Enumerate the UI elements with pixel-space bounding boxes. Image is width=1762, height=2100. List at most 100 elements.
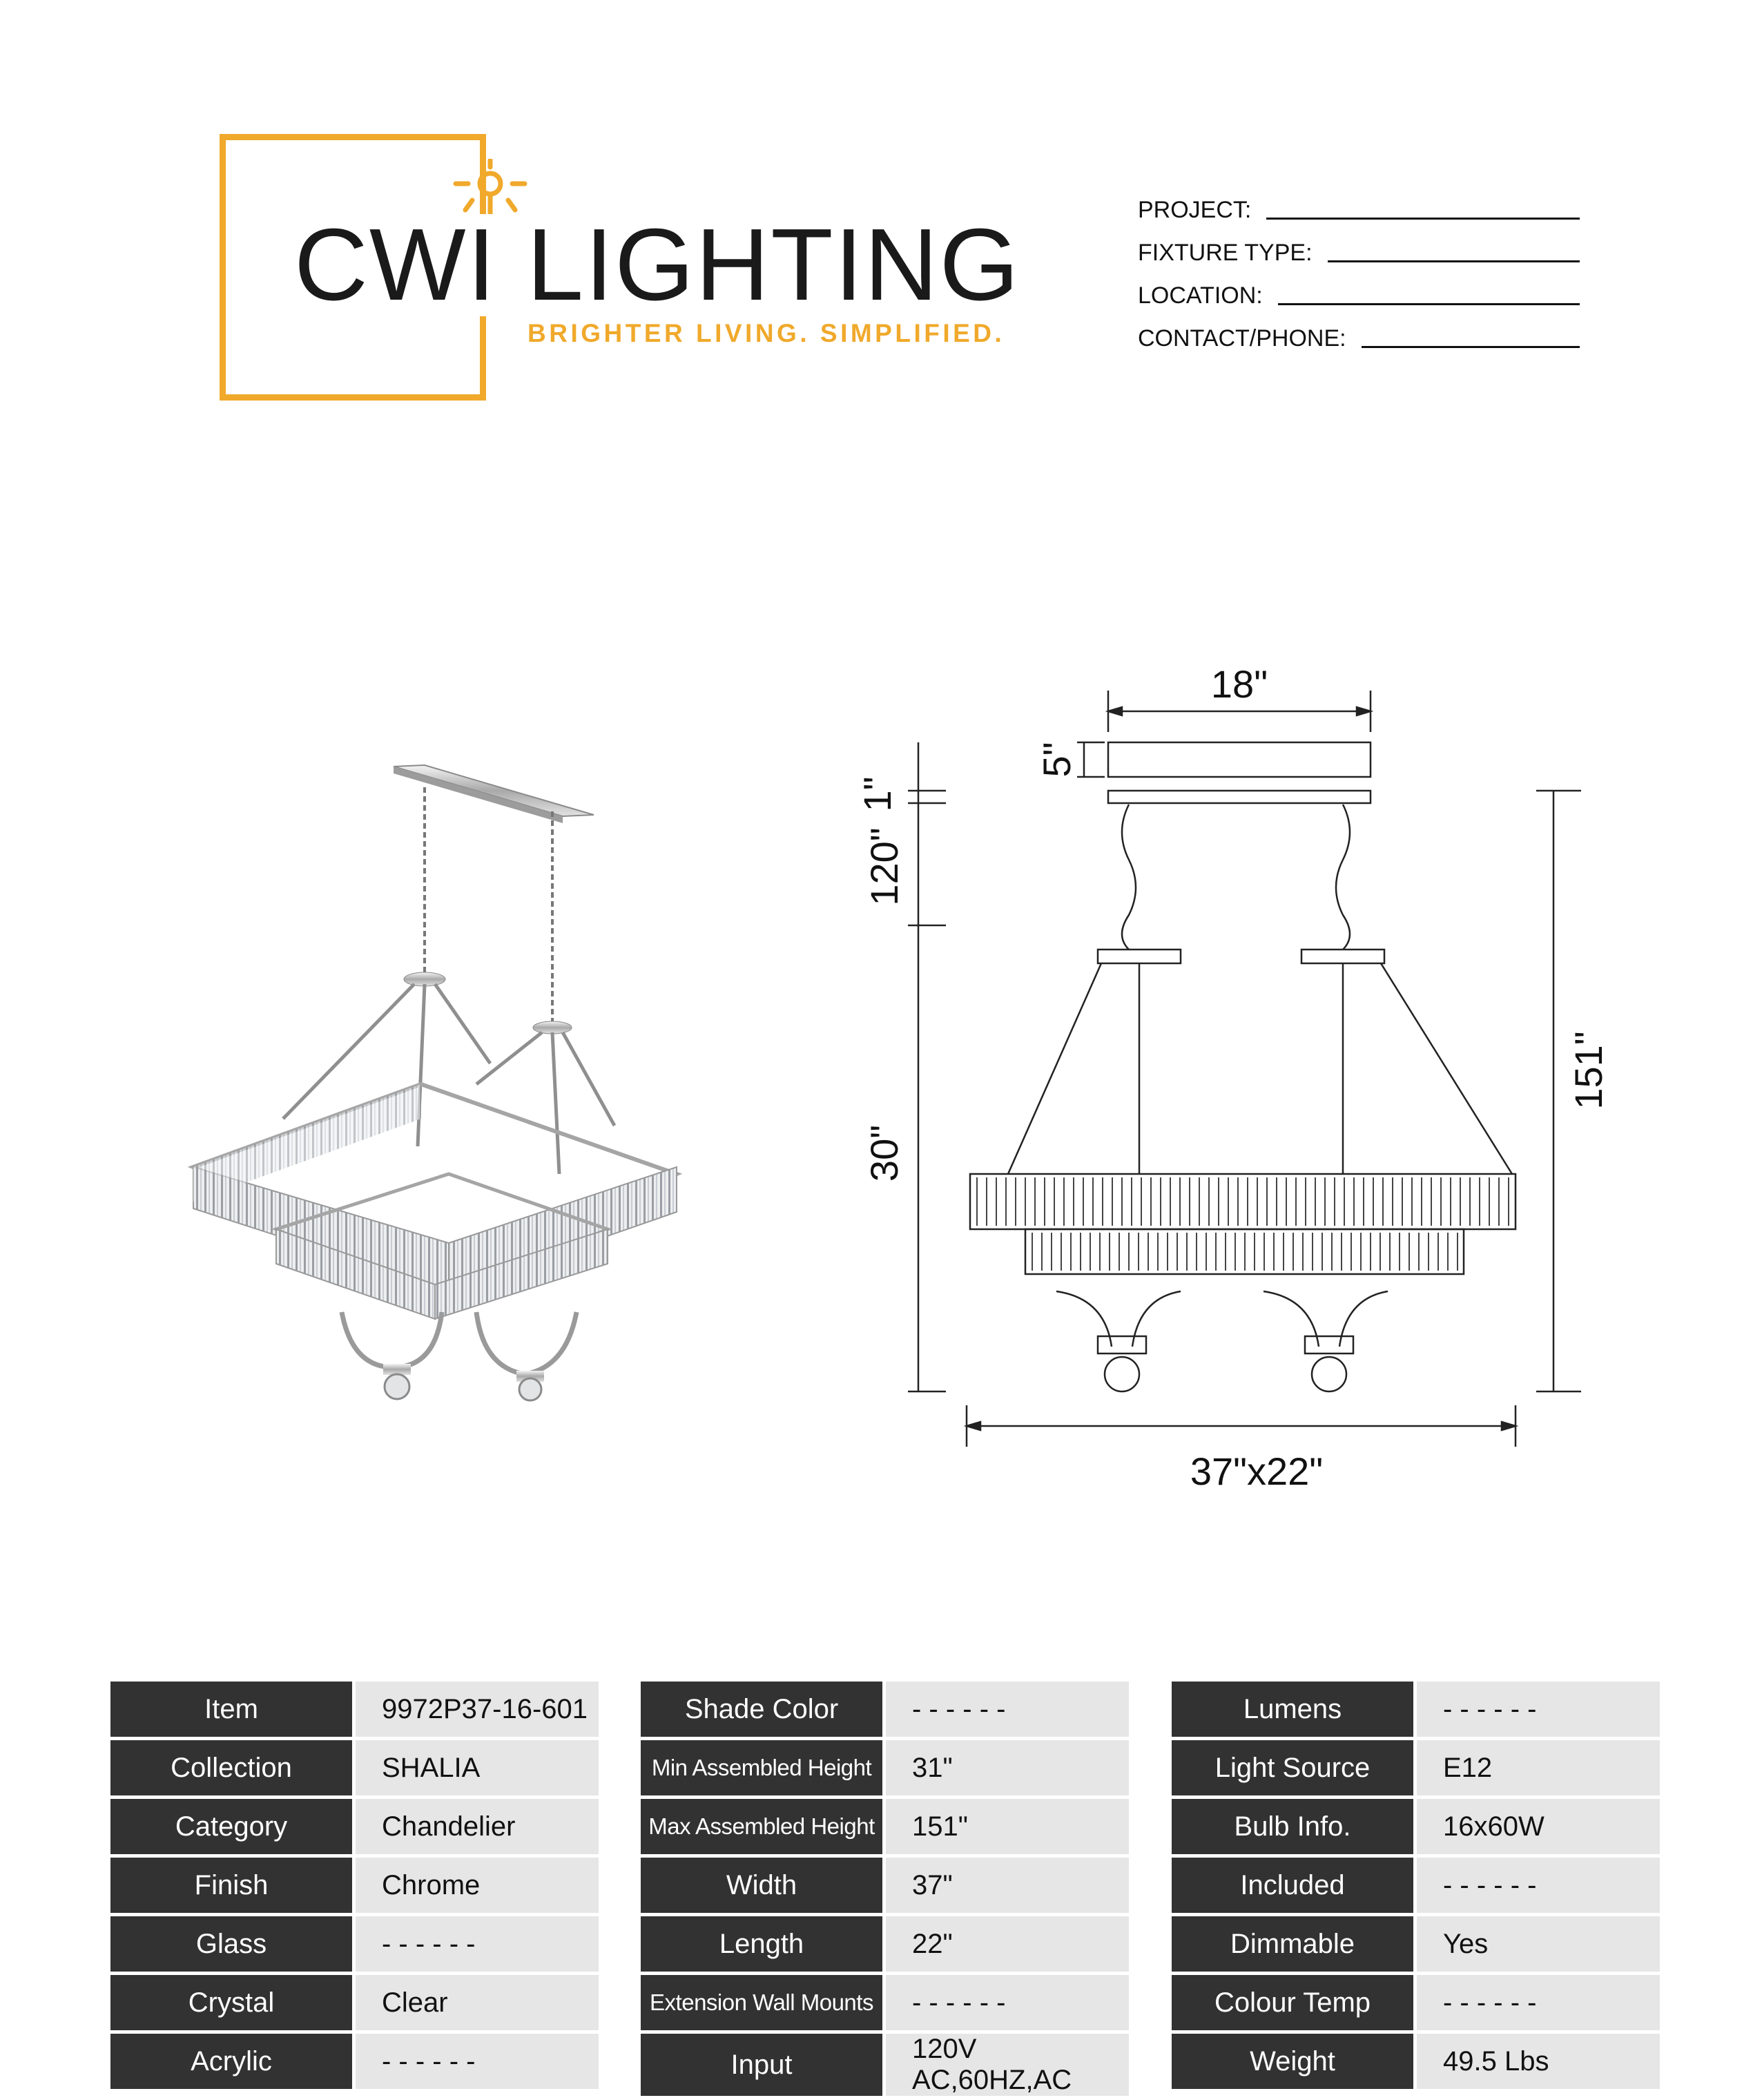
spec-value: 37" xyxy=(886,1858,1129,1913)
spec-key: Length xyxy=(641,1916,882,1972)
spec-divider xyxy=(1413,1682,1417,1737)
project-form: PROJECT: FIXTURE TYPE: LOCATION: CONTACT… xyxy=(1138,184,1580,355)
dim-fixture-height: 30" xyxy=(862,1125,906,1182)
spec-divider xyxy=(1413,1740,1417,1795)
spec-key: Collection xyxy=(110,1740,352,1795)
fixture-type-field[interactable]: FIXTURE TYPE: xyxy=(1138,227,1580,269)
spec-key: Extension Wall Mounts xyxy=(641,1975,882,2030)
dimension-drawing: 18" 5" 1" 120" 30" 151" 37"x22" xyxy=(855,662,1610,1493)
location-label: LOCATION: xyxy=(1138,282,1263,309)
spec-key: Category xyxy=(110,1799,352,1854)
product-photo xyxy=(187,764,683,1402)
spec-key: Crystal xyxy=(110,1975,352,2030)
spec-key: Shade Color xyxy=(641,1682,882,1737)
spec-value: - - - - - - xyxy=(1417,1682,1660,1737)
spec-value: 31" xyxy=(886,1740,1129,1795)
spec-divider xyxy=(882,1682,886,1737)
spec-divider xyxy=(1413,1858,1417,1913)
spec-divider xyxy=(882,1799,886,1854)
spec-row: Shade Color- - - - - - xyxy=(641,1682,1129,1737)
spec-value: E12 xyxy=(1417,1740,1660,1795)
spec-value: - - - - - - xyxy=(356,2034,599,2089)
spec-value: - - - - - - xyxy=(886,1682,1129,1737)
spec-divider xyxy=(1413,1975,1417,2030)
contact-field[interactable]: CONTACT/PHONE: xyxy=(1138,312,1580,355)
spec-row: Glass- - - - - - xyxy=(110,1916,599,1972)
dim-base-size: 37"x22" xyxy=(1190,1449,1323,1493)
spec-value: 151" xyxy=(886,1799,1129,1854)
spec-divider xyxy=(1413,2034,1417,2089)
spec-value: Yes xyxy=(1417,1916,1660,1972)
spec-divider xyxy=(882,1740,886,1795)
dim-canopy-height: 5" xyxy=(1035,742,1078,777)
spec-row: Bulb Info.16x60W xyxy=(1172,1799,1660,1854)
spec-row: Extension Wall Mounts- - - - - - xyxy=(641,1975,1129,2030)
spec-divider xyxy=(882,1975,886,2030)
spec-divider xyxy=(882,1858,886,1913)
spec-row: Acrylic- - - - - - xyxy=(110,2034,599,2089)
spec-divider xyxy=(882,1916,886,1972)
spec-key: Width xyxy=(641,1858,882,1913)
spec-key: Acrylic xyxy=(110,2034,352,2089)
spec-key: Finish xyxy=(110,1858,352,1913)
spec-key: Colour Temp xyxy=(1172,1975,1413,2030)
spec-key: Max Assembled Height xyxy=(641,1799,882,1854)
fixture-type-line xyxy=(1327,260,1580,262)
brand-tagline: BRIGHTER LIVING. SIMPLIFIED. xyxy=(525,319,1008,348)
spec-value: Chandelier xyxy=(356,1799,599,1854)
project-line xyxy=(1266,218,1580,220)
spec-value: 49.5 Lbs xyxy=(1417,2034,1660,2089)
dim-chain-top: 1" xyxy=(855,776,899,811)
spec-value: - - - - - - xyxy=(1417,1858,1660,1913)
spec-value: 120V AC,60HZ,AC xyxy=(886,2034,1129,2096)
spec-value: 22" xyxy=(886,1916,1129,1972)
spec-value: 16x60W xyxy=(1417,1799,1660,1854)
spec-divider xyxy=(352,1916,356,1972)
location-field[interactable]: LOCATION: xyxy=(1138,269,1580,312)
spec-divider xyxy=(352,1858,356,1913)
contact-label: CONTACT/PHONE: xyxy=(1138,325,1346,351)
spec-value: - - - - - - xyxy=(356,1916,599,1972)
spec-key: Input xyxy=(641,2034,882,2096)
spec-key: Bulb Info. xyxy=(1172,1799,1413,1854)
spec-value: - - - - - - xyxy=(886,1975,1129,2030)
spec-key: Dimmable xyxy=(1172,1916,1413,1972)
spec-value: 9972P37-16-601 xyxy=(356,1682,599,1737)
dim-overall-height: 151" xyxy=(1567,1031,1610,1109)
spec-divider xyxy=(882,2034,886,2096)
spec-divider xyxy=(1413,1916,1417,1972)
spec-value: Chrome xyxy=(356,1858,599,1913)
spec-divider xyxy=(1413,1799,1417,1854)
spec-key: Glass xyxy=(110,1916,352,1972)
spec-divider xyxy=(352,1975,356,2030)
spec-key: Min Assembled Height xyxy=(641,1740,882,1795)
spec-key: Included xyxy=(1172,1858,1413,1913)
spec-divider xyxy=(352,2034,356,2089)
spec-divider xyxy=(352,1682,356,1737)
spec-key: Item xyxy=(110,1682,352,1737)
spec-value: - - - - - - xyxy=(1417,1975,1660,2030)
spec-value: SHALIA xyxy=(356,1740,599,1795)
location-line xyxy=(1277,303,1580,305)
spec-row: Colour Temp- - - - - - xyxy=(1172,1975,1660,2030)
spec-divider xyxy=(352,1740,356,1795)
project-field[interactable]: PROJECT: xyxy=(1138,184,1580,227)
spec-row: Lumens- - - - - - xyxy=(1172,1682,1660,1737)
fixture-type-label: FIXTURE TYPE: xyxy=(1138,240,1313,266)
dim-chain-length: 120" xyxy=(862,827,906,905)
